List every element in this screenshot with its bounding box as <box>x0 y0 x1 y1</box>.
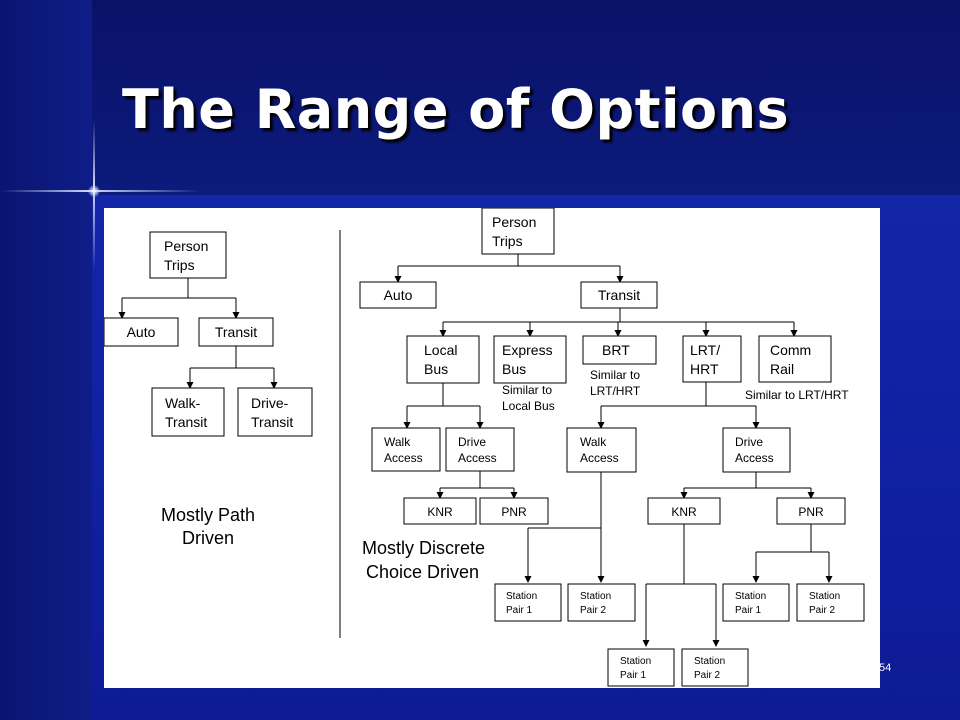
walk-transit-label-2: Transit <box>165 414 207 430</box>
bus-walk-access-label-2: Access <box>384 451 423 465</box>
right-caption-line-2: Choice Driven <box>366 562 479 582</box>
right-person-trips-label-2: Trips <box>492 233 523 249</box>
walk-station-pair-1-box <box>494 583 562 622</box>
rail-knr-box <box>647 497 721 525</box>
express-bus-box <box>493 335 567 384</box>
pnr-station-pair-2-label-2: Pair 2 <box>809 605 836 616</box>
left-caption-line-2: Driven <box>182 528 234 548</box>
drive-transit-label-1: Drive- <box>251 395 289 411</box>
walk-station-pair-1-label-2: Pair 1 <box>506 605 533 616</box>
walk-station-pair-2-label-1: Station <box>580 591 611 602</box>
knr-station-pair-2-label-2: Pair 2 <box>694 670 721 681</box>
left-auto-label: Auto <box>127 324 156 340</box>
knr-station-pair-2-box <box>681 648 749 687</box>
knr-station-pair-1-box <box>607 648 675 687</box>
local-bus-label-1: Local <box>424 342 457 358</box>
lrt-hrt-label-1: LRT/ <box>690 342 720 358</box>
right-transit-label: Transit <box>598 287 640 303</box>
left-caption-line-1: Mostly Path <box>161 505 255 525</box>
express-bus-label-1: Express <box>502 342 553 358</box>
right-transit-box <box>580 281 658 309</box>
brt-label: BRT <box>602 342 630 358</box>
slide-left-band <box>0 0 92 720</box>
walk-transit-box <box>151 387 225 437</box>
right-person-trips-label-1: Person <box>492 214 536 230</box>
comm-rail-label-2: Rail <box>770 361 794 377</box>
bus-knr-box <box>403 497 477 525</box>
left-transit-box <box>198 317 274 347</box>
right-auto-box <box>359 281 437 309</box>
right-auto-label: Auto <box>384 287 413 303</box>
lrt-hrt-box <box>682 335 742 383</box>
light-flare-center <box>88 185 100 197</box>
bus-drive-access-label-1: Drive <box>458 435 486 449</box>
express-bus-label-2: Bus <box>502 361 526 377</box>
comm-rail-box <box>758 335 832 383</box>
left-person-trips-label-2: Trips <box>164 257 195 273</box>
local-bus-label-2: Bus <box>424 361 448 377</box>
bus-drive-access-box <box>445 427 515 472</box>
brt-box <box>582 335 657 365</box>
knr-station-pair-1-label-1: Station <box>620 656 651 667</box>
knr-station-pair-1-label-2: Pair 1 <box>620 670 647 681</box>
diagram-panel: Person Trips Auto Transit Walk- Transit … <box>103 207 880 688</box>
bus-knr-label: KNR <box>427 505 453 519</box>
left-auto-box <box>103 317 179 347</box>
light-flare-horizontal <box>0 190 200 192</box>
slide-header-background <box>0 0 960 195</box>
rail-walk-access-label-2: Access <box>580 451 619 465</box>
rail-pnr-box <box>776 497 846 525</box>
rail-knr-label: KNR <box>671 505 697 519</box>
pnr-station-pair-1-label-2: Pair 1 <box>735 605 762 616</box>
rail-pnr-label: PNR <box>798 505 824 519</box>
pnr-station-pair-1-box <box>722 583 790 622</box>
left-person-trips-box <box>149 231 227 279</box>
right-person-trips-box <box>481 207 555 255</box>
rail-drive-access-label-2: Access <box>735 451 774 465</box>
express-bus-note-1: Similar to <box>502 383 552 397</box>
bus-walk-access-box <box>371 427 441 472</box>
brt-note-1: Similar to <box>590 368 640 382</box>
walk-station-pair-2-label-2: Pair 2 <box>580 605 607 616</box>
lrt-hrt-label-2: HRT <box>690 361 719 377</box>
knr-station-pair-2-label-1: Station <box>694 656 725 667</box>
left-transit-label: Transit <box>215 324 257 340</box>
rail-walk-access-box <box>566 427 637 473</box>
pnr-station-pair-2-label-1: Station <box>809 591 840 602</box>
pnr-station-pair-2-box <box>796 583 865 622</box>
rail-drive-access-box <box>722 427 791 473</box>
express-bus-note-2: Local Bus <box>502 399 555 413</box>
rail-walk-access-label-1: Walk <box>580 435 607 449</box>
right-caption-line-1: Mostly Discrete <box>362 538 485 558</box>
walk-station-pair-1-label-1: Station <box>506 591 537 602</box>
brt-note-2: LRT/HRT <box>590 384 641 398</box>
pnr-station-pair-1-label-1: Station <box>735 591 766 602</box>
slide-title: The Range of Options <box>122 78 790 141</box>
options-diagram: Person Trips Auto Transit Walk- Transit … <box>103 207 865 687</box>
walk-transit-label-1: Walk- <box>165 395 201 411</box>
bus-pnr-label: PNR <box>501 505 527 519</box>
drive-transit-box <box>237 387 313 437</box>
rail-drive-access-label-1: Drive <box>735 435 763 449</box>
left-person-trips-label-1: Person <box>164 238 208 254</box>
page-number: 54 <box>879 662 892 674</box>
bus-walk-access-label-1: Walk <box>384 435 411 449</box>
drive-transit-label-2: Transit <box>251 414 293 430</box>
walk-station-pair-2-box <box>567 583 636 622</box>
comm-rail-label-1: Comm <box>770 342 811 358</box>
comm-rail-note: Similar to LRT/HRT <box>745 388 849 402</box>
bus-drive-access-label-2: Access <box>458 451 497 465</box>
bus-pnr-box <box>479 497 549 525</box>
local-bus-box <box>406 335 480 384</box>
